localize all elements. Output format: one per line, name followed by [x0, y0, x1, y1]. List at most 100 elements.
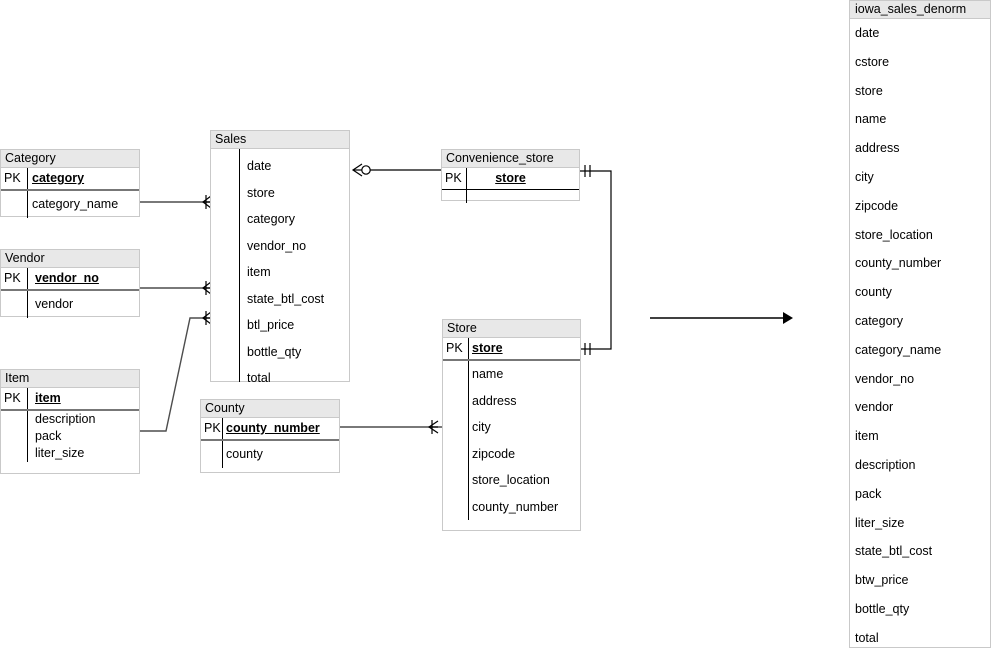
denorm-column-label: county: [855, 285, 892, 300]
entity-title-convenience-store: Convenience_store: [442, 150, 579, 168]
pk-row-county: PK county_number: [201, 418, 339, 441]
attribute-row: vendor_no: [211, 233, 349, 260]
attribute-row: category_name: [1, 191, 139, 218]
attribute-row: county: [201, 441, 339, 468]
entity-title-category: Category: [1, 150, 139, 168]
attribute-label: county_number: [472, 499, 559, 514]
denormalized-table-panel[interactable]: iowa_sales_denorm date cstore store name…: [849, 0, 991, 648]
attribute-label: bottle_qty: [247, 344, 302, 359]
one-to-one-ticks-store: [584, 343, 591, 355]
denorm-column-row: store_location: [850, 221, 990, 250]
attribute-row: zipcode: [443, 441, 580, 468]
attribute-label: state_btl_cost: [247, 291, 325, 306]
pk-tag: PK: [4, 391, 21, 405]
attribute-label: date: [247, 159, 272, 173]
attribute-label: btl_price: [247, 318, 295, 332]
one-to-one-ticks-convenience-store: [584, 165, 591, 177]
pk-tag: PK: [204, 421, 221, 435]
denorm-column-row: vendor: [850, 393, 990, 422]
pk-tag: PK: [4, 171, 21, 185]
denorm-column-row: vendor_no: [850, 365, 990, 394]
attribute-row: store: [211, 180, 349, 207]
entity-title-county: County: [201, 400, 339, 418]
entity-convenience-store[interactable]: Convenience_store PK store: [441, 149, 580, 203]
denorm-column-row: name: [850, 105, 990, 134]
pk-tag: PK: [445, 171, 462, 185]
denorm-column-row: county: [850, 278, 990, 307]
attribute-label: total: [247, 371, 271, 385]
attribute-label: item: [247, 265, 271, 279]
denorm-column-label: state_btl_cost: [855, 544, 933, 559]
attribute-label: store: [247, 185, 275, 200]
attribute-list-vendor: vendor: [1, 291, 139, 318]
attribute-row: vendor: [1, 291, 139, 318]
entity-title-vendor: Vendor: [1, 250, 139, 268]
entity-category[interactable]: Category PK category category_name: [0, 149, 140, 218]
denorm-column-row: state_btl_cost: [850, 537, 990, 566]
attribute-list-category: category_name: [1, 191, 139, 218]
denorm-column-row: pack: [850, 480, 990, 509]
attribute-label: zipcode: [472, 446, 516, 461]
attribute-list-sales: date store category vendor_no item state…: [211, 149, 349, 392]
denorm-column-label: store: [855, 83, 883, 98]
denormalization-flow-arrow: [650, 312, 793, 324]
denorm-column-label: store_location: [855, 227, 933, 242]
pk-row-item: PK item: [1, 388, 139, 411]
attribute-label: description: [35, 412, 96, 426]
denorm-table-title: iowa_sales_denorm: [850, 1, 990, 19]
pk-row-vendor: PK vendor_no: [1, 268, 139, 291]
entity-vendor[interactable]: Vendor PK vendor_no vendor: [0, 249, 140, 318]
attribute-row: liter_size: [1, 445, 139, 462]
denorm-column-row: county_number: [850, 249, 990, 278]
pk-tag: PK: [4, 271, 21, 285]
denorm-column-row: zipcode: [850, 192, 990, 221]
denorm-column-label: description: [855, 457, 916, 472]
pk-field-vendor-no: vendor_no: [35, 271, 99, 285]
entity-title-store: Store: [443, 320, 580, 338]
entity-sales[interactable]: Sales date store category vendor_no item…: [210, 130, 350, 385]
attribute-row: county_number: [443, 494, 580, 521]
attribute-row: name: [443, 361, 580, 388]
attribute-label: pack: [35, 429, 62, 443]
attribute-label: category_name: [32, 197, 119, 211]
attribute-label: store_location: [472, 473, 550, 487]
pk-tag: PK: [446, 341, 463, 355]
edge-convenience-store-store: [580, 170, 612, 350]
denorm-column-row: category: [850, 307, 990, 336]
denorm-column-label: liter_size: [855, 515, 905, 530]
pk-row-store: PK store: [443, 338, 580, 361]
attribute-label: city: [472, 420, 491, 434]
attribute-label: category: [247, 212, 295, 226]
pk-field-item: item: [35, 391, 61, 405]
denorm-column-label: date: [855, 26, 880, 40]
attribute-row: description: [1, 411, 139, 428]
denorm-column-label: pack: [855, 486, 882, 501]
denorm-column-label: vendor: [855, 400, 894, 415]
denorm-column-row: date: [850, 19, 990, 48]
denorm-column-row: liter_size: [850, 509, 990, 538]
denorm-column-row: category_name: [850, 336, 990, 365]
denorm-column-row: item: [850, 422, 990, 451]
entity-county[interactable]: County PK county_number county: [200, 399, 340, 473]
attribute-label: name: [472, 367, 504, 381]
crowsfoot-county-store: [427, 420, 439, 434]
pk-field-category: category: [32, 171, 85, 185]
attribute-row: pack: [1, 428, 139, 445]
pk-field-county-number: county_number: [226, 421, 320, 435]
attribute-label: address: [472, 393, 517, 408]
attribute-label: county: [226, 447, 263, 461]
attribute-list-county: county: [201, 441, 339, 468]
attribute-row: bottle_qty: [211, 339, 349, 366]
entity-item[interactable]: Item PK item description pack liter_size: [0, 369, 140, 474]
denorm-column-row: btw_price: [850, 566, 990, 595]
entity-title-item: Item: [1, 370, 139, 388]
denorm-column-label: county_number: [855, 256, 942, 271]
attribute-row: category: [211, 206, 349, 233]
denorm-column-label: btw_price: [855, 573, 909, 588]
entity-store[interactable]: Store PK store name address city zipcode…: [442, 319, 581, 531]
denorm-column-label: city: [855, 169, 874, 184]
pk-field-store: store: [495, 171, 526, 185]
attribute-row: store_location: [443, 467, 580, 494]
attribute-row: state_btl_cost: [211, 286, 349, 313]
denorm-column-row: total: [850, 624, 990, 653]
